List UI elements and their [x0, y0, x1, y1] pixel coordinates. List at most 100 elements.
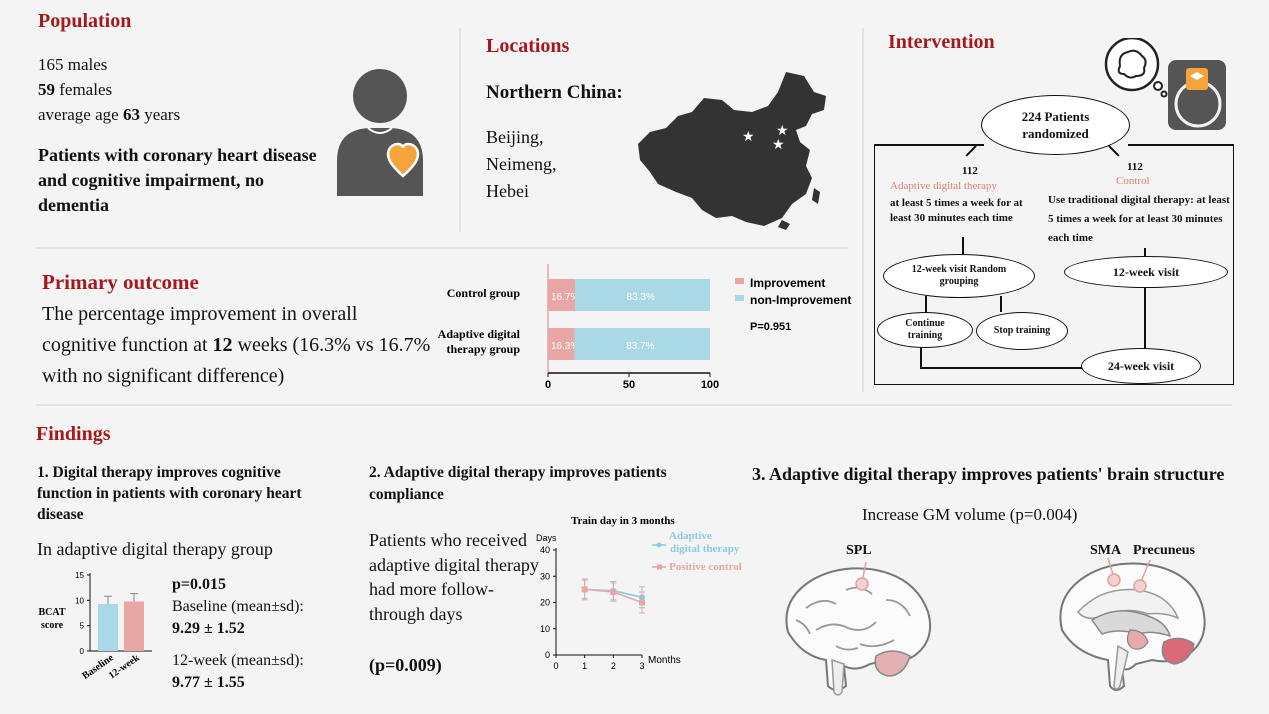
city-beijing: Beijing,	[486, 127, 544, 147]
y-tick-label-3: 15	[75, 571, 84, 580]
control-arm-desc: Use traditional digital therapy: at leas…	[1048, 194, 1230, 244]
precuneus-label: Precuneus	[1133, 543, 1195, 558]
x-tick-label-1: 50	[623, 379, 635, 391]
y-axis-label-1: BCAT	[38, 607, 65, 618]
adaptive-arm-desc: at least 5 times a week for at least 30 …	[890, 197, 1023, 224]
line-12week-stop	[1000, 296, 1002, 312]
week12-value: 9.77 ± 1.55	[172, 674, 245, 691]
locations-cities: Beijing, Neimeng, Hebei	[486, 124, 556, 205]
person-heart-icon	[337, 69, 423, 196]
population-females: 59 females	[38, 77, 112, 102]
primary-title: Primary outcome	[42, 270, 199, 294]
population-males: 165 males	[38, 55, 108, 74]
x-tick-label-0: 0	[545, 379, 551, 391]
bar-1-0	[575, 279, 710, 311]
y-tick-label-2: 10	[75, 596, 84, 605]
age-suffix: years	[139, 105, 181, 124]
finding2-text: Patients who received adaptive digital t…	[369, 530, 539, 624]
line-right-down-top	[1144, 248, 1146, 257]
divider-horizontal-2	[36, 404, 1232, 406]
legend-marker-1	[657, 564, 662, 570]
finding2-p-value: (p=0.009)	[369, 655, 442, 675]
legend-label-1: non-Improvement	[750, 293, 851, 307]
primary-weeks-number: 12	[212, 334, 233, 356]
locations-region: Northern China:	[486, 82, 623, 103]
node-12week-right: 12-week visit	[1064, 256, 1228, 288]
sma-label: SMA	[1090, 543, 1122, 558]
legend-swatch-0	[735, 278, 744, 284]
line-adaptive-down	[962, 237, 964, 255]
finding2-title: 2. Adaptive digital therapy improves pat…	[369, 464, 667, 503]
bar-1-1	[574, 328, 710, 360]
females-word: females	[55, 80, 113, 99]
x-tick-label-2: 100	[701, 379, 719, 391]
findings-title: Findings	[36, 423, 111, 445]
intervention-title: Intervention	[888, 31, 995, 53]
y-tick-label-3: 30	[540, 571, 550, 581]
series-point-1-2	[639, 599, 645, 606]
week12-label: 12-week (mean±sd):	[172, 652, 304, 669]
node-stop: Stop training	[976, 312, 1068, 350]
y-tick-label-0: 0	[545, 650, 550, 660]
primary-text-a: The percentage improvement in overall co…	[42, 303, 358, 356]
intervention-box-top-gap-right	[1128, 144, 1234, 146]
bar-label-0-1: 16.3%	[551, 341, 579, 352]
node-24week: 24-week visit	[1081, 348, 1201, 384]
legend-swatch-1	[735, 295, 744, 301]
finding3-title: 3. Adaptive digital therapy improves pat…	[752, 464, 1225, 484]
line-chart-title: Train day in 3 months	[571, 515, 675, 527]
city-hebei: Hebei	[486, 181, 529, 201]
brain-sagittal-icon	[1059, 557, 1206, 691]
baseline-value: 9.29 ± 1.52	[172, 620, 245, 637]
node-12week-left: 12-week visit Random grouping	[883, 254, 1035, 298]
females-count: 59	[38, 80, 55, 99]
baseline-label: Baseline (mean±sd):	[172, 598, 304, 615]
y-axis-label-2: score	[41, 620, 64, 631]
svg-text:★: ★	[776, 123, 789, 139]
divider-vertical-2	[862, 28, 864, 392]
node-continue: Continue training	[877, 312, 973, 348]
p-value-1: p=0.015	[172, 576, 227, 593]
brain-thought-icon	[1104, 38, 1226, 130]
bar-label-1-1: 83.7%	[626, 341, 654, 352]
finding3-subtitle: Increase GM volume (p=0.004)	[862, 505, 1078, 524]
y-tick-label-1: 10	[540, 624, 550, 634]
line-chart-xlabel: Months	[648, 655, 681, 666]
population-description: Patients with coronary heart disease and…	[38, 145, 317, 215]
control-arm-label: Control	[1116, 175, 1150, 187]
age-prefix: average age	[38, 105, 123, 124]
age-number: 63	[122, 105, 140, 124]
y-tick-label-4: 40	[540, 545, 550, 555]
bcat-bar-0	[98, 603, 118, 651]
left-arm-count: 112	[962, 165, 978, 177]
divider-vertical-1	[459, 28, 461, 232]
line-chart-ylabel: Days	[536, 533, 557, 543]
x-tick-label-3: 3	[639, 661, 644, 671]
node-randomized: 224 Patients randomized	[981, 95, 1130, 155]
p-value-annotation: P=0.951	[750, 321, 791, 333]
y-tick-label-0: 0	[80, 647, 85, 656]
bar-label-0-0: 16.7%	[551, 292, 579, 303]
line-continue-down	[920, 348, 922, 368]
right-arm-count: 112	[1127, 161, 1143, 173]
y-tick-label-2: 20	[540, 598, 550, 608]
city-neimeng: Neimeng,	[486, 154, 557, 174]
series-point-1-0	[581, 586, 588, 593]
category-label-0: Control group	[447, 286, 521, 300]
primary-text-c: weeks (16.3% vs 16.7% with no significan…	[42, 334, 431, 387]
intervention-box-top-gap	[874, 144, 984, 146]
line-continue-to-24	[920, 367, 1082, 369]
svg-text:★: ★	[742, 129, 755, 145]
bar-0-1	[548, 328, 575, 360]
series-point-1-1	[610, 589, 617, 595]
population-title: Population	[38, 10, 132, 32]
brain-lateral-icon	[785, 561, 932, 696]
svg-text:★: ★	[772, 137, 785, 153]
population-age: average age 63 years	[38, 102, 180, 127]
bar-0-0	[548, 279, 576, 311]
